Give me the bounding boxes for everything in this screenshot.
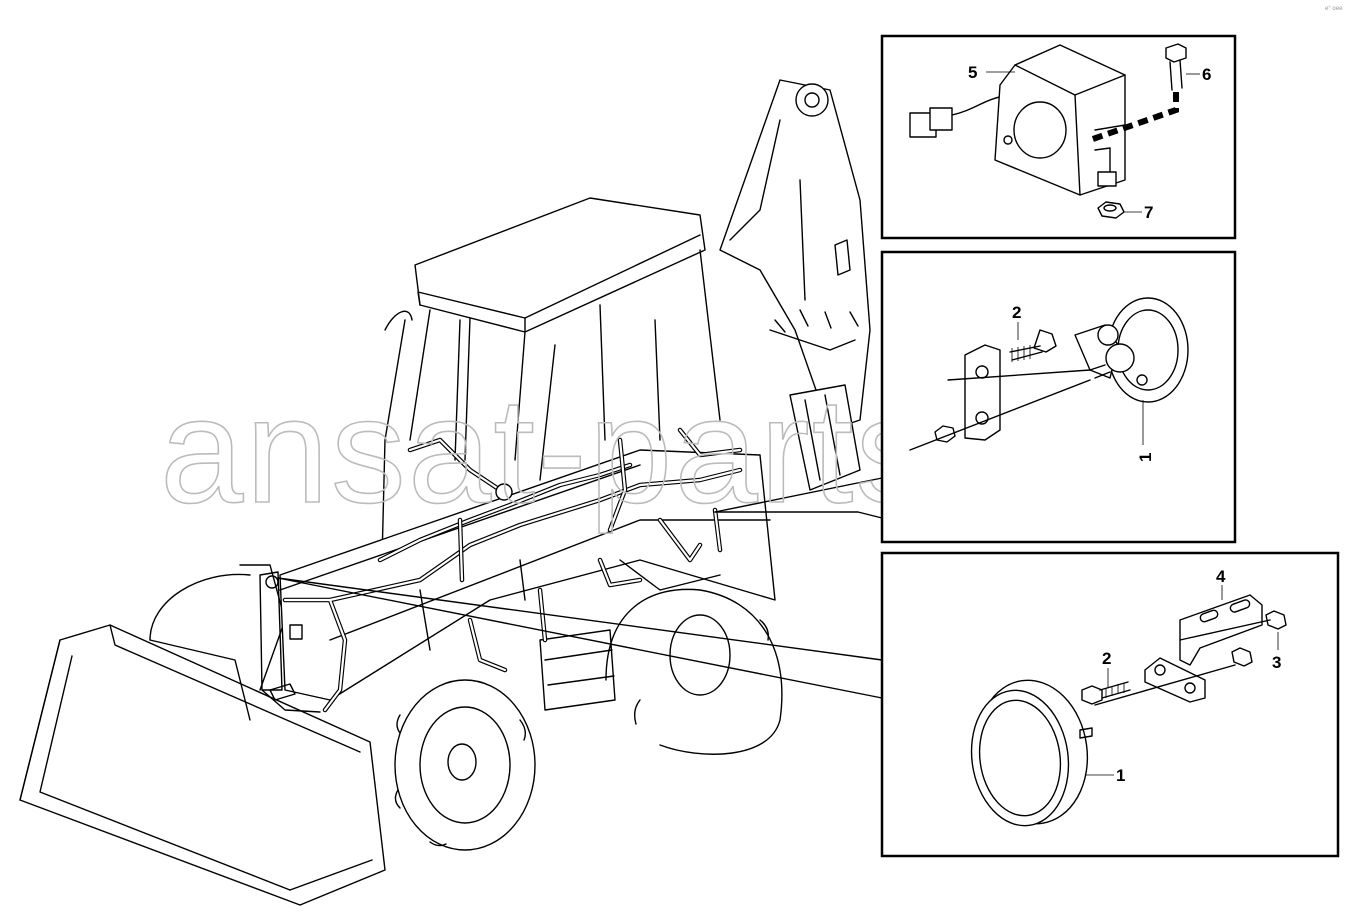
horn-bottom xyxy=(970,679,1093,827)
detail-box-top: 5 6 7 xyxy=(880,34,1237,240)
operator-cab xyxy=(381,197,721,561)
rear-wheel xyxy=(149,573,783,755)
callout-7: 7 xyxy=(1144,203,1153,222)
nut-3a xyxy=(1265,610,1287,630)
nut-3b xyxy=(1231,647,1253,667)
backhoe-boom xyxy=(719,79,871,431)
callout-4: 4 xyxy=(1216,567,1226,586)
callout-1: 1 xyxy=(1136,453,1155,462)
nut-7 xyxy=(1097,201,1125,219)
chassis-frame xyxy=(259,449,776,713)
angle-bracket-4 xyxy=(1179,594,1263,666)
bolt-6 xyxy=(1089,43,1187,143)
switch-module xyxy=(994,44,1126,196)
callout-2: 2 xyxy=(1012,303,1021,322)
horn-middle xyxy=(1074,297,1189,403)
bolt-2-bottom xyxy=(1081,681,1131,705)
callout-3: 3 xyxy=(1272,653,1281,672)
backhoe-loader-illustration xyxy=(19,79,871,906)
callout-6: 6 xyxy=(1202,65,1211,84)
electrical-connector xyxy=(909,94,1011,138)
rear-bracket-area xyxy=(789,384,861,491)
loader-bucket xyxy=(19,564,386,906)
flat-plate xyxy=(1144,657,1206,703)
flat-bracket xyxy=(964,344,1001,441)
leader-lines xyxy=(277,477,883,699)
detail-box-bottom: 4 2 3 1 xyxy=(880,551,1340,858)
bolt-2 xyxy=(1009,329,1057,362)
corner-mark: e° oee xyxy=(1325,6,1343,12)
front-wheel xyxy=(394,679,536,851)
callout-1-bottom: 1 xyxy=(1116,766,1125,785)
wiring-harness xyxy=(269,427,743,713)
callout-2-bottom: 2 xyxy=(1102,649,1111,668)
detail-box-middle: 2 1 xyxy=(880,250,1237,544)
callout-5: 5 xyxy=(968,63,977,82)
